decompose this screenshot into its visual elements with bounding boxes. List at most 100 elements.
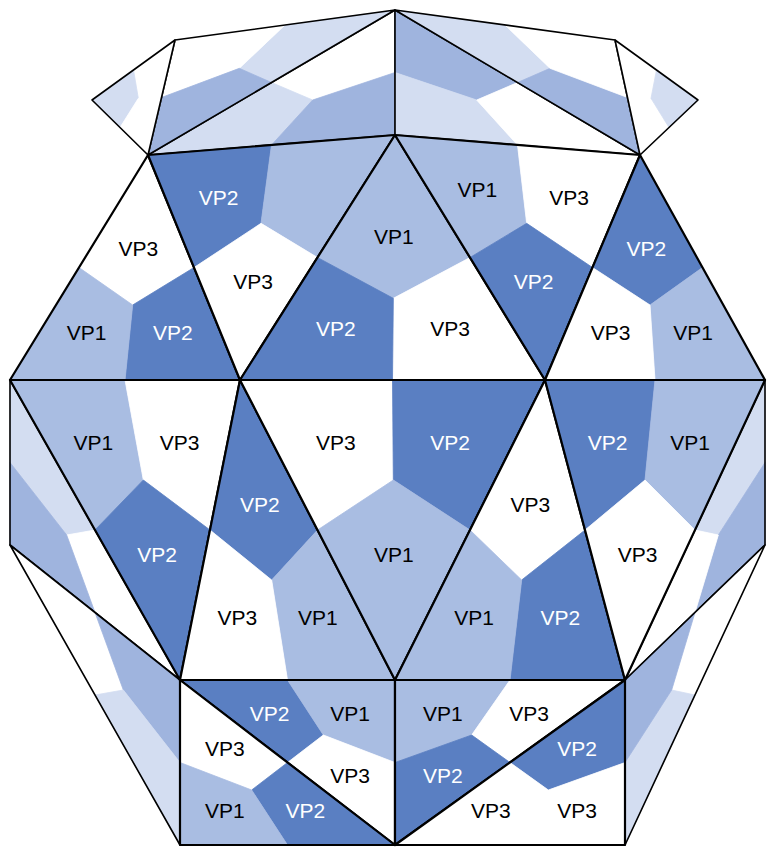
protein-label: VP3 (430, 317, 470, 340)
capsid-face (545, 380, 765, 680)
protein-label: VP1 (374, 543, 414, 566)
label-holder: VP1 (673, 322, 713, 345)
label-holder: VP1 (374, 543, 414, 566)
label-holder: VP1 (457, 179, 497, 202)
protein-subunit (180, 530, 288, 680)
face-outline (545, 155, 765, 380)
protein-label: VP1 (73, 431, 113, 454)
protein-label: VP3 (549, 186, 589, 209)
capsid-face (180, 680, 395, 845)
side-face (148, 10, 395, 155)
side-face (615, 40, 698, 155)
label-holder: VP2 (541, 606, 581, 629)
protein-subunit (545, 268, 655, 381)
protein-label: VP1 (673, 322, 713, 345)
protein-label: VP1 (670, 431, 710, 454)
label-holder: VP3 (511, 493, 551, 516)
protein-label: VP2 (541, 606, 581, 629)
label-holder: VP3 (557, 799, 597, 822)
face-outline (395, 680, 625, 845)
label-holder: VP3 (509, 703, 549, 726)
protein-label: VP3 (330, 765, 370, 788)
label-holder: VP3 (430, 317, 470, 340)
protein-label: VP3 (471, 799, 511, 822)
protein-label: VP3 (160, 431, 200, 454)
face-outline (180, 680, 395, 845)
label-holder: VP2 (250, 703, 290, 726)
protein-label: VP2 (557, 737, 597, 760)
protein-label: VP2 (626, 237, 666, 260)
label-holder: VP1 (330, 703, 370, 726)
protein-subunit (651, 70, 698, 128)
label-holder: VP1 (670, 431, 710, 454)
protein-label: VP2 (240, 493, 280, 516)
protein-subunit (272, 73, 396, 146)
side-face-group (10, 10, 765, 845)
face-outline (92, 40, 175, 155)
label-holder: VP2 (588, 431, 628, 454)
protein-label: VP3 (509, 703, 549, 726)
protein-subunit (672, 545, 765, 695)
protein-subunit (650, 268, 765, 381)
label-holder: VP3 (233, 271, 273, 294)
label-holder: VP3 (160, 431, 200, 454)
protein-label: VP2 (137, 543, 177, 566)
label-holder: VP3 (618, 543, 658, 566)
protein-label: VP1 (423, 703, 463, 726)
face-outline (180, 680, 395, 845)
capsid-face (545, 155, 765, 380)
label-holder: VP3 (549, 186, 589, 209)
protein-label: VP3 (511, 493, 551, 516)
side-face (395, 10, 640, 155)
label-holder: VP2 (626, 237, 666, 260)
face-outline (148, 10, 395, 155)
label-holder: VP3 (330, 765, 370, 788)
face-outline (545, 380, 765, 680)
protein-subunit (10, 268, 133, 381)
label-holder: VP2 (316, 317, 356, 340)
protein-label: VP2 (430, 431, 470, 454)
protein-label: VP3 (618, 543, 658, 566)
protein-label: VP3 (205, 737, 245, 760)
label-holder: VP1 (374, 226, 414, 249)
protein-label: VP1 (298, 606, 338, 629)
label-holder: VP3 (119, 237, 159, 260)
label-holder: VP2 (514, 271, 554, 294)
label-holder: VP1 (454, 606, 494, 629)
protein-subunit (395, 763, 548, 846)
label-holder: VP2 (430, 431, 470, 454)
face-outline (395, 10, 640, 155)
protein-label: VP3 (217, 606, 257, 629)
protein-label: VP3 (233, 271, 273, 294)
protein-label: VP3 (557, 799, 597, 822)
protein-label: VP1 (330, 703, 370, 726)
label-holder: VP2 (240, 493, 280, 516)
protein-label: VP3 (316, 431, 356, 454)
protein-label: VP2 (316, 317, 356, 340)
label-holder: VP2 (286, 799, 326, 822)
label-holder: VP2 (199, 186, 239, 209)
protein-label: VP3 (591, 322, 631, 345)
label-holder: VP2 (153, 322, 193, 345)
face-outline (148, 10, 395, 155)
capsid-face (180, 680, 395, 845)
label-holder: VP3 (316, 431, 356, 454)
label-holder: VP1 (423, 703, 463, 726)
label-holder: VP1 (298, 606, 338, 629)
side-face (395, 10, 640, 155)
protein-label: VP2 (199, 186, 239, 209)
face-outline (615, 40, 698, 155)
protein-label: VP1 (67, 322, 107, 345)
protein-label: VP2 (286, 799, 326, 822)
label-holder: VP2 (137, 543, 177, 566)
protein-subunit (148, 68, 272, 155)
protein-label: VP1 (457, 179, 497, 202)
protein-label: VP2 (514, 271, 554, 294)
label-holder: VP2 (557, 737, 597, 760)
protein-label: VP1 (454, 606, 494, 629)
label-holder: VP3 (591, 322, 631, 345)
protein-label: VP3 (119, 237, 159, 260)
